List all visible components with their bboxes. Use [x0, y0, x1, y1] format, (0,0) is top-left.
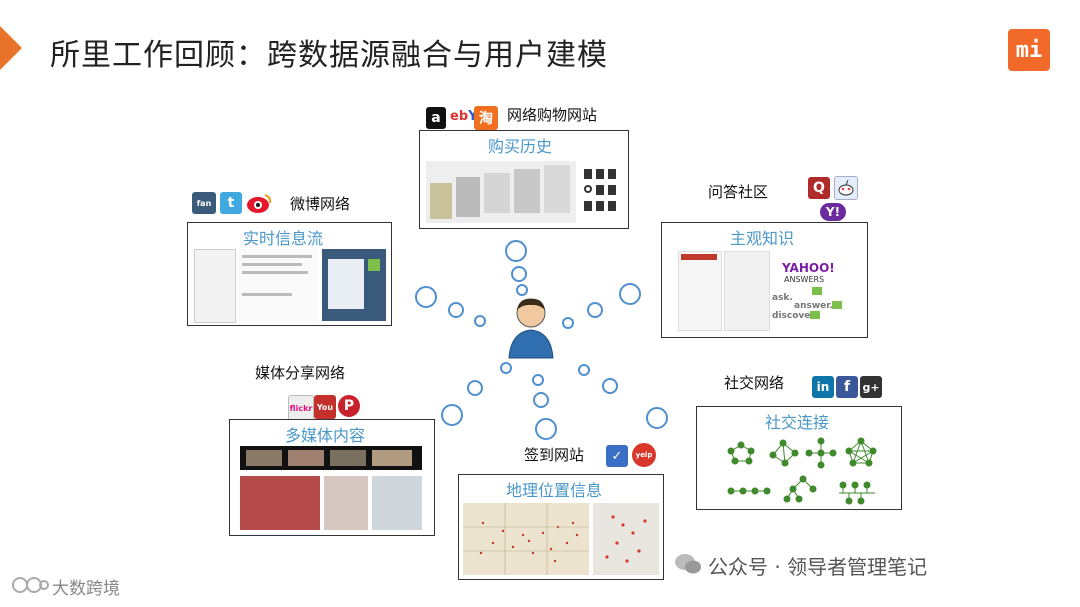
- discover-text: discover.: [772, 311, 817, 321]
- connector-bubble: [602, 378, 618, 394]
- connector-bubble: [587, 302, 603, 318]
- linkedin-icon: in: [812, 376, 834, 398]
- connector-bubble: [535, 418, 557, 440]
- film-strip: [240, 446, 422, 470]
- connector-bubble: [619, 283, 641, 305]
- connector-bubble: [467, 380, 483, 396]
- shopping-panel: 购买历史: [419, 130, 629, 229]
- qa-green-box: [810, 311, 820, 319]
- qa-page-left: [678, 251, 722, 331]
- qa-green-box: [812, 287, 822, 295]
- qa-page-middle: [724, 251, 770, 331]
- flickr-icon: flickr: [288, 395, 314, 421]
- quora-icon: Q: [808, 177, 830, 199]
- connector-bubble: [562, 317, 574, 329]
- connector-bubble: [532, 374, 544, 386]
- twitter-icon: t: [220, 192, 242, 214]
- social-panel-title: 社交连接: [764, 413, 829, 432]
- weibo-panel: 实时信息流: [187, 222, 392, 326]
- answers-text: ANSWERS: [784, 275, 825, 284]
- ask-text: ask.: [772, 293, 793, 303]
- weibo-label: 微博网络: [290, 195, 351, 213]
- us-map-thumbnail: [463, 503, 589, 575]
- connector-bubble: [533, 392, 549, 408]
- purchase-history-thumbnail: [426, 161, 576, 223]
- qa-panel-title: 主观知识: [729, 229, 794, 248]
- mi-logo: mi: [1008, 29, 1050, 71]
- qa-label: 问答社区: [708, 183, 769, 201]
- product-icons-grid: [582, 165, 622, 223]
- media-label: 媒体分享网络: [255, 364, 346, 382]
- user-icon: [508, 298, 554, 359]
- amazon-icon: a: [426, 107, 446, 129]
- ebay-icon: ebY: [450, 109, 478, 124]
- connector-bubble: [415, 286, 437, 308]
- facebook-icon: f: [836, 376, 858, 398]
- checkin-panel-title: 地理位置信息: [505, 481, 602, 500]
- connector-bubble: [578, 364, 590, 376]
- gowalla-icon: yelp: [632, 443, 656, 467]
- yahoo-icon: Y!: [820, 203, 846, 221]
- checkin-label: 签到网站: [524, 446, 585, 464]
- youtube-icon: You: [314, 395, 336, 419]
- shopping-label: 网络购物网站: [507, 106, 598, 124]
- connector-bubble: [511, 266, 527, 282]
- answer-text: answer.: [794, 301, 833, 311]
- yahoo-answers-logo: YAHOO!: [782, 261, 835, 275]
- title-accent-arrow: [0, 26, 22, 70]
- reddit-icon: [834, 176, 858, 200]
- taobao-icon: 淘: [474, 106, 498, 130]
- media-thumbnail: [372, 476, 422, 530]
- connector-bubble: [474, 315, 486, 327]
- weibo-panel-title: 实时信息流: [242, 229, 323, 248]
- weibo-feed-right: [322, 249, 386, 321]
- qa-green-box: [832, 301, 842, 309]
- weibo-feed-middle: [238, 249, 318, 321]
- sina-weibo-icon: [246, 192, 272, 214]
- shopping-panel-title: 购买历史: [487, 137, 552, 156]
- connector-bubble: [646, 407, 668, 429]
- connector-bubble: [441, 404, 463, 426]
- qa-panel: 主观知识 YAHOO! ANSWERS ask. answer. discove…: [661, 222, 868, 338]
- google-plus-icon: g+: [860, 376, 882, 398]
- wechat-icon: [674, 552, 702, 576]
- media-panel: 多媒体内容: [229, 419, 435, 536]
- fanfou-icon: fan: [192, 192, 216, 214]
- connector-bubble: [500, 362, 512, 374]
- pinterest-icon: P: [338, 395, 360, 417]
- brand-text: 大数跨境: [52, 579, 120, 599]
- checkin-panel: 地理位置信息: [458, 474, 664, 580]
- social-panel: 社交连接: [696, 406, 902, 510]
- connector-bubble: [448, 302, 464, 318]
- page-title: 所里工作回顾：跨数据源融合与用户建模: [50, 38, 608, 73]
- foursquare-icon: ✓: [606, 445, 628, 467]
- weibo-feed-left: [194, 249, 236, 323]
- brand-logo-icon: [10, 572, 50, 598]
- watermark-text: 公众号 · 领导者管理笔记: [708, 555, 928, 579]
- network-topologies-graphic: [727, 437, 877, 505]
- pinterest-grid-thumbnail: [240, 476, 320, 530]
- connector-bubble: [516, 284, 528, 296]
- media-thumbnail: [324, 476, 368, 530]
- connector-bubble: [505, 240, 527, 262]
- social-label: 社交网络: [724, 374, 785, 392]
- media-panel-title: 多媒体内容: [284, 426, 365, 445]
- city-map-thumbnail: [593, 503, 659, 575]
